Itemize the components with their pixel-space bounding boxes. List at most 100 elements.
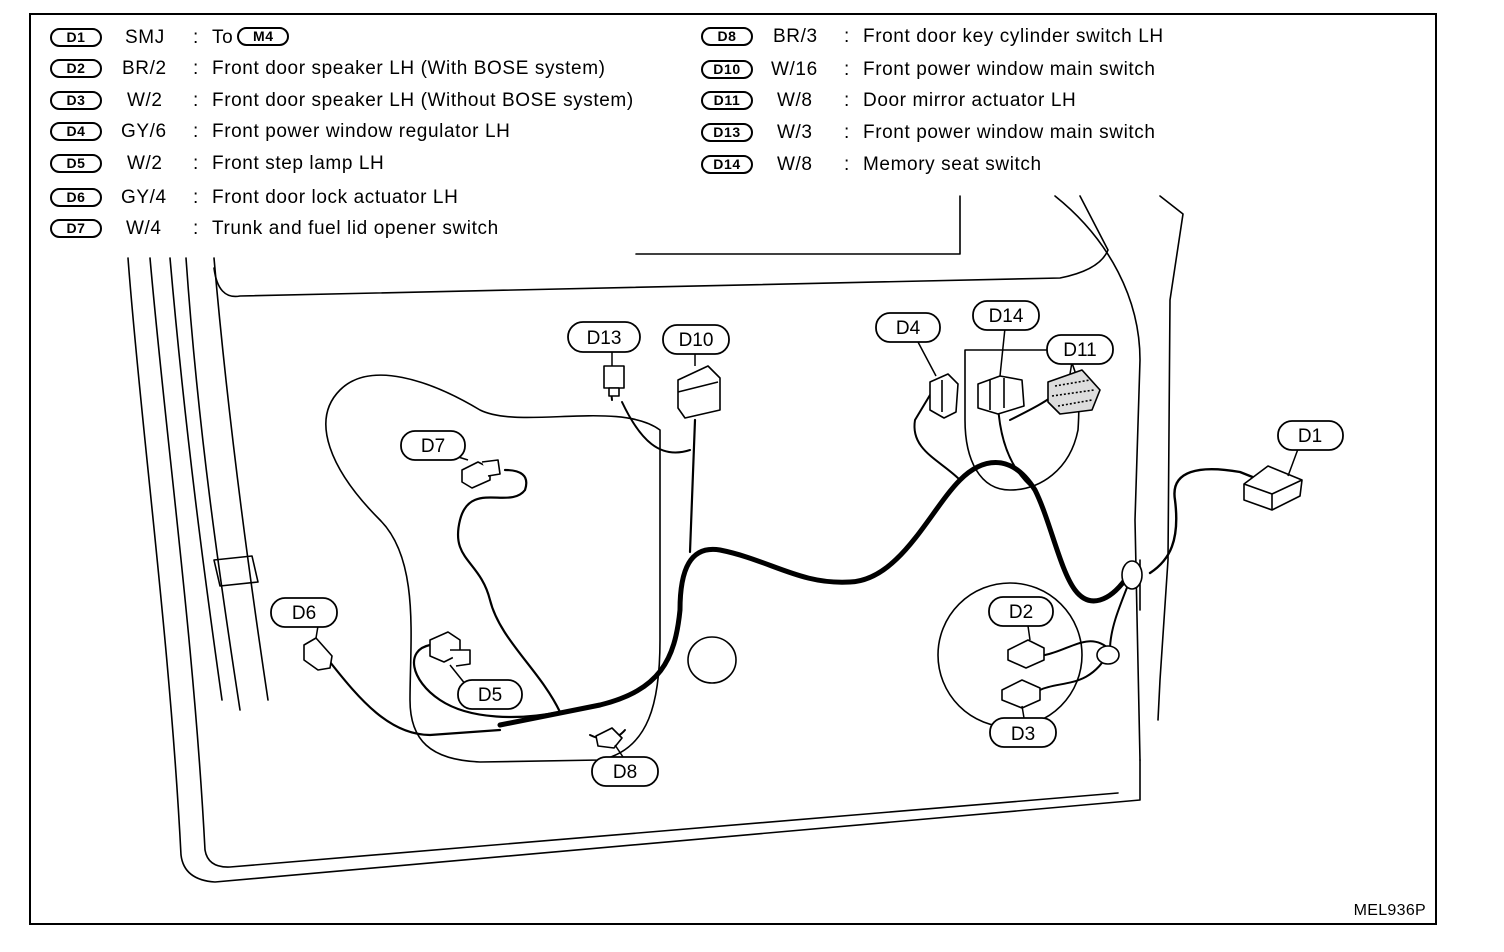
to-connector-pill: M4 [237, 27, 290, 46]
connector-pill: D10 [701, 60, 753, 79]
connector-code: SMJ [125, 27, 165, 48]
connector-d2-shape [1007, 639, 1045, 669]
panel-hole [687, 636, 737, 684]
connector-d10-shape [677, 365, 721, 419]
svg-text:D5: D5 [478, 685, 502, 706]
legend-row-d14: D14 W/8 : Memory seat switch [701, 152, 1221, 178]
connector-pill: D1 [50, 28, 102, 47]
connector-d7-shape [461, 459, 501, 489]
svg-text:D8: D8 [613, 762, 637, 783]
connector-pill: D5 [50, 154, 102, 173]
connector-desc: Front step lamp LH [212, 153, 385, 174]
connector-desc: Memory seat switch [863, 154, 1042, 175]
legend-row-d6: D6 GY/4 : Front door lock actuator LH [50, 185, 700, 211]
connector-pill: D6 [50, 188, 102, 207]
callout-d1: D1 [1277, 420, 1344, 451]
colon: : [844, 90, 850, 111]
connector-code: W/2 [127, 90, 163, 111]
connector-code: BR/3 [773, 26, 818, 47]
callout-d11: D11 [1046, 334, 1114, 365]
connector-pill: D2 [50, 59, 102, 78]
connector-code: W/2 [127, 153, 163, 174]
legend-divider [635, 195, 961, 255]
svg-text:D2: D2 [1009, 602, 1033, 623]
connector-d13-shape [603, 365, 625, 397]
callout-d6: D6 [270, 597, 338, 628]
connector-pill: D4 [50, 122, 102, 141]
connector-desc: Front power window main switch [863, 59, 1156, 80]
window-sill-line [213, 195, 1109, 298]
colon: : [193, 187, 199, 208]
callout-d7: D7 [400, 430, 466, 461]
legend-row-d13: D13 W/3 : Front power window main switch [701, 120, 1221, 146]
connector-desc: Front power window main switch [863, 122, 1156, 143]
connector-desc: Trunk and fuel lid opener switch [212, 218, 499, 239]
callout-d5: D5 [457, 679, 523, 710]
connector-desc: Front door speaker LH (With BOSE system) [212, 58, 606, 79]
legend-row-d4: D4 GY/6 : Front power window regulator L… [50, 119, 700, 145]
connector-code: W/8 [777, 90, 813, 111]
colon: : [193, 90, 199, 111]
colon: : [844, 59, 850, 80]
legend-row-d10: D10 W/16 : Front power window main switc… [701, 57, 1221, 83]
diagram-frame [29, 13, 1437, 925]
connector-d4-shape [929, 373, 959, 419]
connector-code: W/16 [771, 59, 818, 80]
colon: : [844, 154, 850, 175]
connector-d5-shape [429, 631, 471, 667]
svg-text:D13: D13 [587, 328, 622, 349]
door-inner-line [149, 257, 1119, 868]
svg-text:D3: D3 [1011, 724, 1035, 745]
callout-d2: D2 [988, 596, 1054, 627]
connector-pill: D3 [50, 91, 102, 110]
legend-row-d8: D8 BR/3 : Front door key cylinder switch… [701, 24, 1221, 50]
legend-row-d5: D5 W/2 : Front step lamp LH [50, 151, 700, 177]
connector-d8-shape [595, 727, 623, 749]
svg-text:D10: D10 [679, 330, 714, 351]
legend-row-d3: D3 W/2 : Front door speaker LH (Without … [50, 88, 700, 114]
legend-row-d2: D2 BR/2 : Front door speaker LH (With BO… [50, 56, 700, 82]
callout-d3: D3 [989, 717, 1057, 748]
connector-d1-shape [1243, 465, 1303, 511]
connector-desc: Front door lock actuator LH [212, 187, 459, 208]
connector-pill: D7 [50, 219, 102, 238]
colon: : [193, 121, 199, 142]
d7-branch [457, 468, 562, 714]
to-label: To [212, 27, 234, 48]
colon: : [844, 122, 850, 143]
svg-text:D11: D11 [1063, 340, 1096, 361]
callout-d10: D10 [662, 324, 730, 355]
svg-text:D6: D6 [292, 603, 316, 624]
connector-desc: Door mirror actuator LH [863, 90, 1077, 111]
connector-d11-shape [1047, 369, 1101, 415]
d6-branch [328, 660, 502, 737]
callout-d13: D13 [567, 321, 641, 353]
svg-text:D4: D4 [896, 318, 921, 339]
colon: : [193, 218, 199, 239]
colon: : [193, 27, 199, 48]
connector-pill: D8 [701, 27, 753, 46]
colon: : [844, 26, 850, 47]
d5-branch [412, 643, 562, 719]
mirror-bracket-outline [964, 349, 1080, 491]
panel-bracket [213, 555, 259, 587]
connector-code: GY/4 [121, 187, 167, 208]
svg-text:D14: D14 [989, 306, 1024, 327]
svg-text:D1: D1 [1298, 426, 1322, 447]
colon: : [193, 153, 199, 174]
callout-d8: D8 [591, 756, 659, 787]
callout-d4: D4 [875, 312, 941, 343]
colon: : [193, 58, 199, 79]
door-rear-edge [1054, 195, 1141, 761]
connector-pill: D13 [701, 123, 753, 142]
connector-code: W/4 [126, 218, 162, 239]
door-outline [127, 257, 1141, 883]
connector-code: W/3 [777, 122, 813, 143]
connector-desc: Front power window regulator LH [212, 121, 511, 142]
connector-d14-shape [977, 375, 1025, 415]
legend-row-d7: D7 W/4 : Trunk and fuel lid opener switc… [50, 216, 700, 242]
main-harness [497, 460, 1128, 728]
